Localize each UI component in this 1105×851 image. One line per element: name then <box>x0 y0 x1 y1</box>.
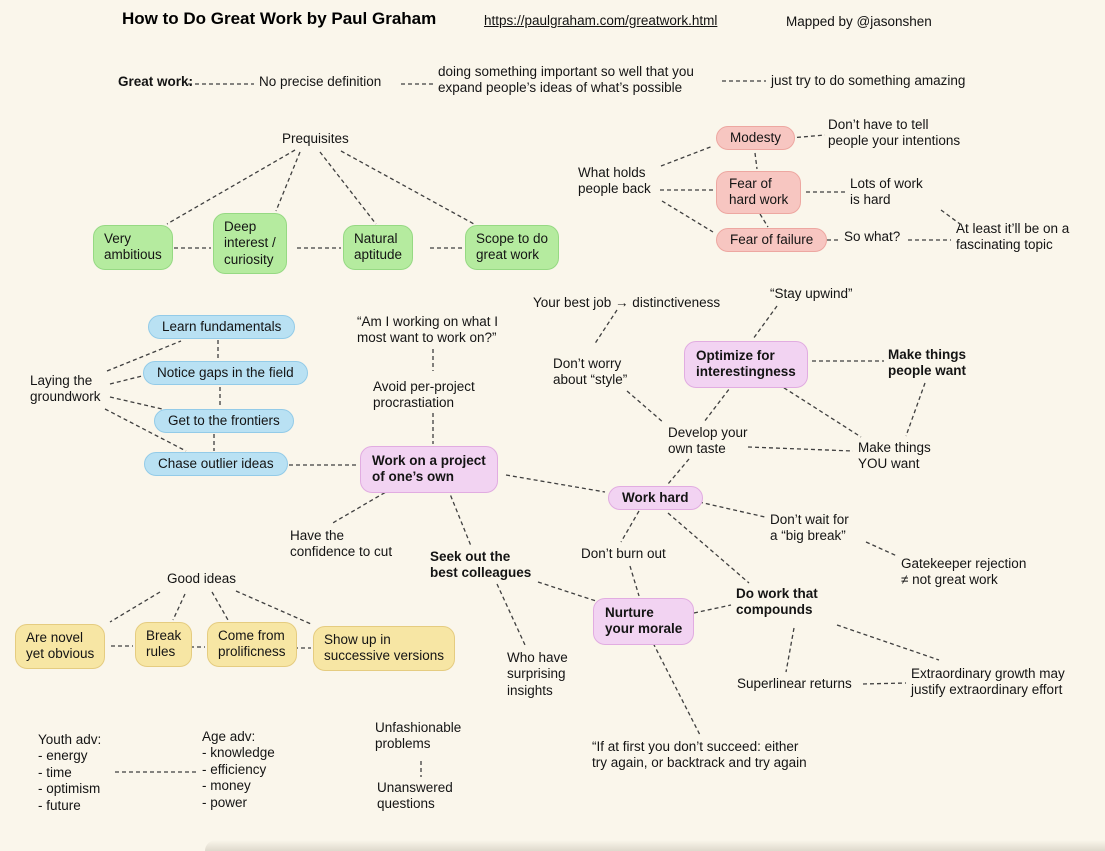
node-unfashionable-problems: Unfashionable problems <box>375 720 462 752</box>
credit-label: Mapped by @jasonshen <box>786 14 932 29</box>
node-avoid-procrastination: Avoid per-project procrastiation <box>373 379 475 411</box>
node-modesty: Modesty <box>716 126 796 151</box>
node-doing-something-important: doing something important so well that y… <box>438 64 694 96</box>
node-develop-own-taste: Develop your own taste <box>668 425 748 457</box>
node-best-job-distinctiveness: Your best job → distinctiveness <box>533 295 721 310</box>
node-have-confidence-to-cut: Have the confidence to cut <box>290 528 393 560</box>
node-get-to-frontiers: Get to the frontiers <box>154 409 294 434</box>
node-dont-burn-out: Don’t burn out <box>581 546 666 561</box>
node-just-try: just try to do something amazing <box>771 73 966 88</box>
node-seek-best-colleagues: Seek out the best colleagues <box>430 549 532 581</box>
bottom-shadow <box>205 840 1105 851</box>
label-prequisites: Prequisites <box>282 131 349 146</box>
label-great-work: Great work: <box>118 74 194 89</box>
node-unanswered-questions: Unanswered questions <box>377 780 453 812</box>
node-at-least-fascinating: At least it’ll be on a fascinating topic <box>956 221 1070 253</box>
label-what-holds-people-back: What holds people back <box>578 165 651 197</box>
node-lots-of-work-is-hard: Lots of work is hard <box>850 176 923 208</box>
node-superlinear-returns: Superlinear returns <box>737 676 852 691</box>
node-optimize-interestingness: Optimize for interestingness <box>684 341 808 388</box>
node-work-on-project: Work on a project of one’s own <box>360 446 498 493</box>
node-who-have-insights: Who have surprising insights <box>507 650 568 698</box>
node-youth-adv: Youth adv: - energy - time - optimism - … <box>38 732 102 813</box>
node-extraordinary-growth: Extraordinary growth may justify extraor… <box>911 666 1065 698</box>
node-notice-gaps: Notice gaps in the field <box>143 361 308 386</box>
node-make-things-you-want: Make things YOU want <box>858 440 931 472</box>
node-natural-aptitude: Natural aptitude <box>343 225 414 270</box>
node-dont-wait-big-break: Don’t wait for a “big break” <box>770 512 849 544</box>
node-age-adv: Age adv: - knowledge - efficiency - mone… <box>202 729 275 810</box>
node-come-from-prolificness: Come from prolificness <box>207 622 297 667</box>
node-dont-worry-style: Don’t worry about “style” <box>553 356 628 388</box>
node-make-things-people-want: Make things people want <box>888 347 967 379</box>
node-no-precise-definition: No precise definition <box>259 74 382 89</box>
node-deep-interest: Deep interest / curiosity <box>213 213 287 275</box>
node-gatekeeper-rejection: Gatekeeper rejection ≠ not great work <box>901 556 1027 588</box>
node-fear-failure: Fear of failure <box>716 228 828 253</box>
node-scope-great-work: Scope to do great work <box>465 225 560 270</box>
node-nurture-morale: Nurture your morale <box>593 598 695 645</box>
node-fear-hard-work: Fear of hard work <box>716 171 802 214</box>
node-dont-have-to-tell: Don’t have to tell people your intention… <box>828 117 961 149</box>
page-title: How to Do Great Work by Paul Graham <box>122 9 437 28</box>
label-good-ideas: Good ideas <box>167 571 237 586</box>
node-chase-outlier-ideas: Chase outlier ideas <box>144 452 288 477</box>
node-work-hard: Work hard <box>608 486 703 511</box>
label-laying-groundwork: Laying the groundwork <box>30 373 101 405</box>
node-so-what: So what? <box>844 229 901 244</box>
node-novel-yet-obvious: Are novel yet obvious <box>15 624 106 669</box>
source-link[interactable]: https://paulgraham.com/greatwork.html <box>484 13 718 28</box>
node-stay-upwind: “Stay upwind” <box>770 286 853 301</box>
node-learn-fundamentals: Learn fundamentals <box>148 315 296 340</box>
node-break-rules: Break rules <box>135 622 193 667</box>
node-do-work-compounds: Do work that compounds <box>736 586 818 618</box>
node-very-ambitious: Very ambitious <box>93 225 173 270</box>
node-am-i-working: “Am I working on what I most want to wor… <box>357 314 499 346</box>
node-show-up-successive: Show up in successive versions <box>313 626 456 671</box>
node-if-at-first: “If at first you don’t succeed: either t… <box>592 739 807 771</box>
